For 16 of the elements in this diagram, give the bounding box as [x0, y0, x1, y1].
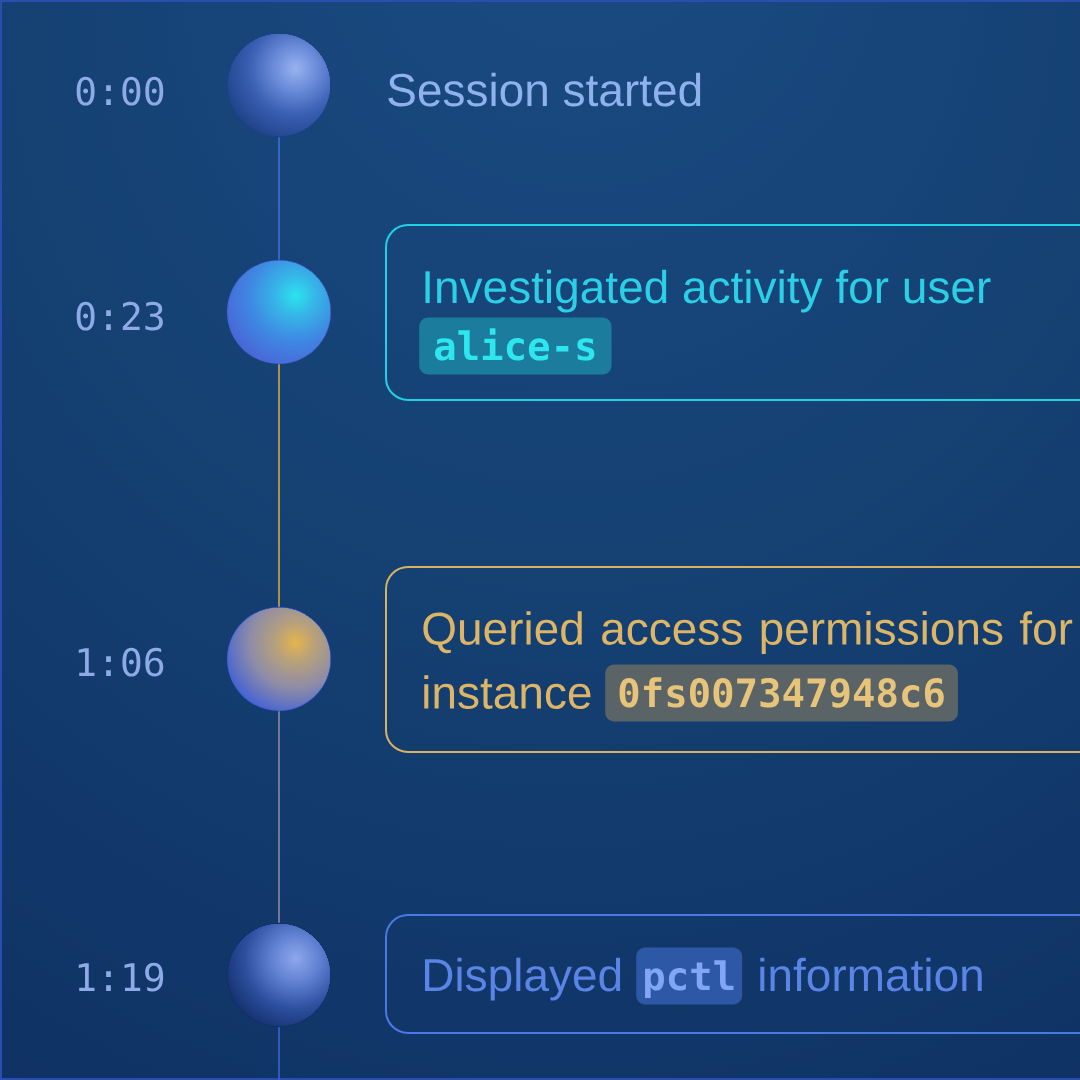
timeline-line	[278, 363, 280, 608]
timeline-dot	[227, 260, 331, 364]
code-chip: pctl	[636, 947, 743, 1005]
timestamp: 0:00	[76, 76, 164, 106]
timeline-dot	[227, 33, 331, 137]
timeline-line	[278, 136, 280, 261]
event-text: Session started	[388, 72, 701, 107]
code-chip: 0fs007347948c6	[605, 664, 958, 722]
timeline-dot	[227, 923, 331, 1027]
timeline-line	[278, 1026, 280, 1080]
timestamp: 1:19	[78, 962, 164, 992]
timeline-line	[278, 710, 280, 924]
timestamp: 0:23	[76, 301, 163, 331]
timeline-dot	[227, 607, 331, 711]
timestamp: 1:06	[78, 647, 164, 677]
code-chip: alice-s	[419, 317, 612, 375]
